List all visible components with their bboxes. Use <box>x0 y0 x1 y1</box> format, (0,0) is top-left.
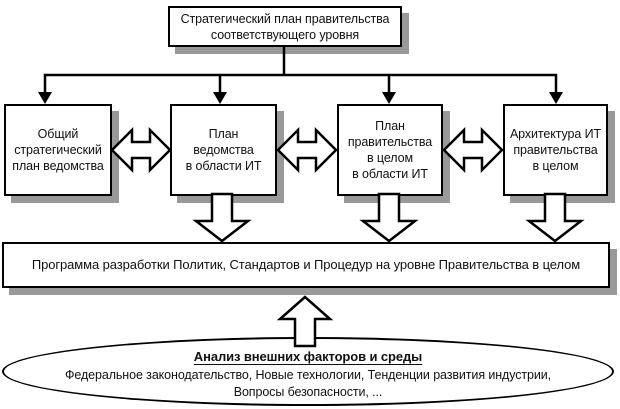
double-arrow-icon <box>110 126 172 174</box>
node-agency-it-plan-label: План ведомства в области ИТ <box>185 127 262 173</box>
external-analysis-title: Анализ внешних факторов и среды <box>193 349 423 365</box>
node-strategic-plan: Стратегический план правительства соотве… <box>168 6 402 47</box>
arrowhead-down-icon <box>382 92 396 104</box>
arrowhead-down-icon <box>38 92 52 104</box>
node-program: Программа разработки Политик, Стандартов… <box>2 242 610 288</box>
tree-connector-drops <box>218 75 391 94</box>
node-agency-strategic-plan: Общий стратегический план ведомства <box>4 104 112 196</box>
arrowhead-down-icon <box>549 92 563 104</box>
node-program-label: Программа разработки Политик, Стандартов… <box>31 256 581 272</box>
double-arrow-icon <box>442 126 504 174</box>
double-arrow-icon <box>276 126 338 174</box>
node-agency-it-plan: План ведомства в области ИТ <box>170 104 277 196</box>
node-government-it-architecture: Архитектура ИТ правительства в целом <box>503 104 608 196</box>
block-arrow-down-icon <box>525 192 585 243</box>
block-arrow-down-icon <box>359 192 419 243</box>
node-government-it-plan: План правительства в целом в области ИТ <box>337 104 443 196</box>
arrowhead-down-icon <box>213 92 227 104</box>
tree-connector-rail <box>43 73 558 94</box>
node-strategic-plan-label: Стратегический план правительства соотве… <box>180 11 390 42</box>
block-arrow-down-icon <box>192 192 252 243</box>
node-external-analysis: Анализ внешних факторов и среды Федераль… <box>2 337 614 406</box>
node-agency-strategic-plan-label: Общий стратегический план ведомства <box>12 127 104 173</box>
node-government-it-architecture-label: Архитектура ИТ правительства в целом <box>509 127 602 173</box>
node-government-it-plan-label: План правительства в целом в области ИТ <box>347 119 433 181</box>
external-analysis-items: Федеральное законодательство, Новые техн… <box>64 368 552 399</box>
